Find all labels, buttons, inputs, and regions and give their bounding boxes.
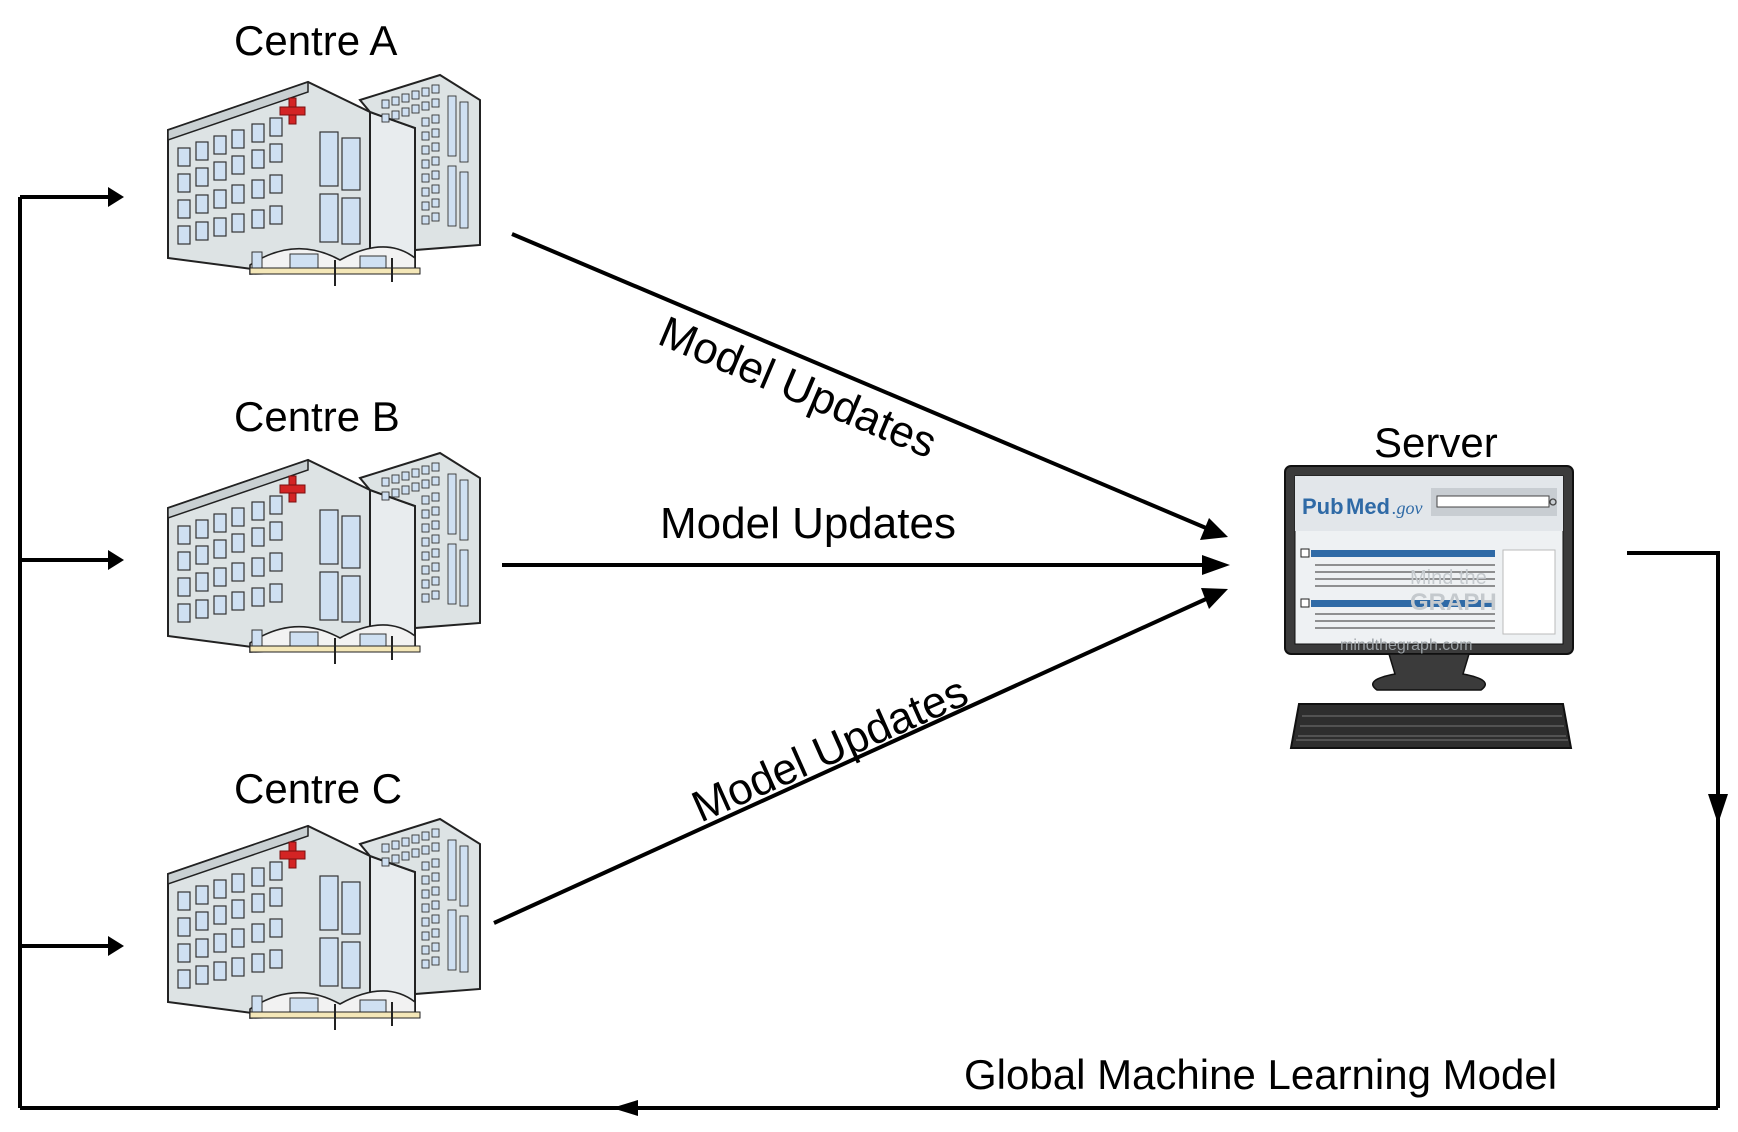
centre-c-building bbox=[167, 818, 481, 1031]
global-model-label: Global Machine Learning Model bbox=[964, 1051, 1558, 1098]
watermark-url: mindthegraph.com bbox=[1340, 637, 1473, 654]
arrowhead-loop-left bbox=[612, 1100, 638, 1116]
pubmed-logo-pub: Pub bbox=[1302, 494, 1344, 519]
centre-b-building bbox=[167, 452, 481, 665]
keyboard-keys bbox=[1296, 715, 1568, 741]
distribution-loop bbox=[18, 195, 1720, 1110]
loop-arrowheads bbox=[108, 187, 1728, 1116]
arrowhead-b bbox=[1202, 555, 1230, 575]
centre-c-label: Centre C bbox=[234, 765, 403, 812]
arrowhead-a bbox=[1200, 518, 1228, 540]
arrowhead-centre-a bbox=[108, 187, 124, 207]
update-arrows bbox=[493, 232, 1207, 925]
watermark-line2: GRAPH bbox=[1410, 589, 1497, 616]
arrowhead-centre-b bbox=[108, 550, 124, 570]
server-label: Server bbox=[1374, 419, 1498, 466]
arrowhead-c bbox=[1201, 588, 1228, 609]
arrow-a-to-server bbox=[511, 232, 1207, 530]
arrowhead-loop-down bbox=[1708, 794, 1728, 824]
centre-a-building bbox=[167, 74, 481, 287]
arrow-c-to-server bbox=[493, 597, 1207, 925]
loop-right-down bbox=[1627, 551, 1720, 812]
arrowhead-centre-c bbox=[108, 936, 124, 956]
pubmed-logo-med: Med bbox=[1346, 494, 1390, 519]
centre-b-label: Centre B bbox=[234, 393, 400, 440]
watermark-line1: Mind the bbox=[1410, 567, 1487, 589]
edge-label-b: Model Updates bbox=[660, 499, 956, 548]
pubmed-logo-gov: .gov bbox=[1392, 498, 1423, 518]
centre-a-label: Centre A bbox=[234, 17, 398, 64]
update-arrowheads bbox=[1200, 518, 1230, 609]
